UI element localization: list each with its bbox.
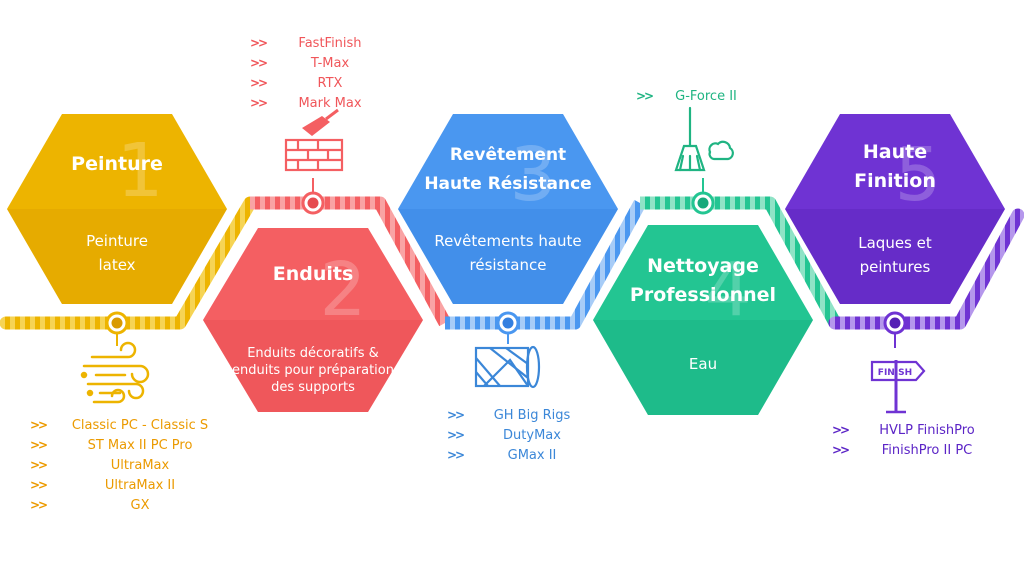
list-item: >> HVLP FinishPro (832, 420, 992, 440)
finish-sign-icon: FINISH (870, 360, 926, 414)
product-name: GX (130, 497, 150, 513)
list-item: >> Mark Max (250, 93, 380, 113)
product-name: Classic PC - Classic S (71, 417, 209, 433)
list-item: >> FinishPro II PC (832, 440, 992, 460)
chevron-right-icon: >> (30, 498, 48, 512)
step-1-product-list: >> Classic PC - Classic S >> ST Max II PC … (30, 415, 220, 515)
product-name: T-Max (310, 55, 350, 71)
product-name: DutyMax (503, 427, 561, 443)
chevron-right-icon: >> (250, 96, 268, 110)
product-name: GMax II (507, 447, 557, 463)
chevron-right-icon: >> (447, 448, 465, 462)
step-2-title: Enduits (273, 263, 354, 285)
floor-roll-icon (474, 345, 541, 389)
chevron-right-icon: >> (447, 428, 465, 442)
step-3-description-line-2: résistance (470, 256, 547, 274)
step-5-description-line-1: Laques et (858, 234, 932, 252)
product-name: GH Big Rigs (493, 407, 571, 423)
svg-text:FINISH: FINISH (878, 368, 912, 378)
track-segment-4 (640, 196, 841, 327)
list-item: >> GH Big Rigs (447, 405, 587, 425)
step-3-number: 3 (509, 132, 556, 218)
step-4-title-line-1: Nettoyage (647, 255, 759, 277)
list-item: >> Classic PC - Classic S (30, 415, 220, 435)
list-item: >> T-Max (250, 53, 380, 73)
node-2 (301, 178, 325, 215)
step-3-description-line-1: Revêtements haute (434, 232, 581, 250)
step-5-number: 5 (894, 132, 941, 218)
step-1-description-line-2: latex (98, 256, 135, 274)
chevron-right-icon: >> (636, 89, 654, 103)
node-5 (883, 311, 907, 348)
chevron-right-icon: >> (30, 418, 48, 432)
step-4-title-line-2: Professionnel (630, 284, 776, 306)
track-segment-2 (250, 196, 451, 327)
product-name: HVLP FinishPro (879, 422, 975, 438)
step-2-description-line-3: des supports (271, 380, 355, 395)
product-name: Mark Max (298, 95, 362, 111)
step-4-number: 4 (704, 247, 751, 333)
chevron-right-icon: >> (832, 443, 850, 457)
step-5-title-line-2: Finition (854, 170, 936, 192)
product-name: ST Max II PC Pro (87, 437, 193, 453)
list-item: >> ST Max II PC Pro (30, 435, 220, 455)
product-name: G-Force II (675, 88, 737, 104)
step-1-title: Peinture (71, 153, 163, 175)
product-name: RTX (317, 75, 343, 91)
chevron-right-icon: >> (30, 438, 48, 452)
list-item: >> UltraMax (30, 455, 220, 475)
step-3-hexagon: 3 Revêtement Haute Résistance Revêtement… (398, 114, 618, 304)
node-1 (105, 311, 129, 346)
step-2-hexagon: 2 Enduits Enduits décoratifs & enduits p… (203, 228, 423, 412)
list-item: >> RTX (250, 73, 380, 93)
chevron-right-icon: >> (30, 458, 48, 472)
step-2-description-line-2: enduits pour préparation (232, 363, 394, 378)
chevron-right-icon: >> (447, 408, 465, 422)
step-4-product-list: >> G-Force II (636, 86, 746, 106)
step-3-title-line-1: Revêtement (450, 145, 566, 165)
step-1-description-line-1: Peinture (86, 232, 148, 250)
chevron-right-icon: >> (30, 478, 48, 492)
node-4 (691, 178, 715, 215)
paint-wind-icon (80, 341, 150, 404)
step-2-number: 2 (319, 247, 366, 333)
product-name: UltraMax II (104, 477, 176, 493)
step-2-product-list: >> FastFinish >> T-Max >> RTX >> Mark Max (250, 33, 380, 113)
list-item: >> UltraMax II (30, 475, 220, 495)
step-5-product-list: >> HVLP FinishPro >> FinishPro II PC (832, 420, 992, 460)
trowel-brick-icon (284, 108, 344, 172)
product-name: UltraMax (110, 457, 170, 473)
chevron-right-icon: >> (250, 56, 268, 70)
chevron-right-icon: >> (250, 76, 268, 90)
list-item: >> FastFinish (250, 33, 380, 53)
step-5-description-line-2: peintures (860, 258, 931, 276)
list-item: >> GMax II (447, 445, 587, 465)
step-2-description-line-1: Enduits décoratifs & (247, 346, 379, 361)
step-5-title-line-1: Haute (863, 141, 927, 163)
track-segment-1 (0, 196, 257, 330)
step-4-hexagon: 4 Nettoyage Professionnel Eau (593, 225, 813, 415)
step-3-title-line-2: Haute Résistance (424, 174, 591, 194)
step-1-hexagon: 1 Peinture Peinture latex (7, 114, 227, 304)
product-name: FastFinish (298, 35, 362, 51)
timeline-track (0, 196, 1024, 330)
node-3 (496, 311, 520, 344)
product-name: FinishPro II PC (881, 442, 973, 458)
step-5-hexagon: 5 Haute Finition Laques et peintures (785, 114, 1005, 304)
list-item: >> GX (30, 495, 220, 515)
list-item: >> DutyMax (447, 425, 587, 445)
broom-icon (674, 106, 734, 172)
step-1-number: 1 (116, 128, 163, 214)
chevron-right-icon: >> (250, 36, 268, 50)
chevron-right-icon: >> (832, 423, 850, 437)
step-4-description-line-1: Eau (689, 355, 717, 373)
track-segment-5 (828, 208, 1024, 330)
timeline-nodes (105, 178, 907, 348)
track-segment-3 (445, 199, 646, 330)
list-item: >> G-Force II (636, 86, 746, 106)
step-3-product-list: >> GH Big Rigs >> DutyMax >> GMax II (447, 405, 587, 465)
